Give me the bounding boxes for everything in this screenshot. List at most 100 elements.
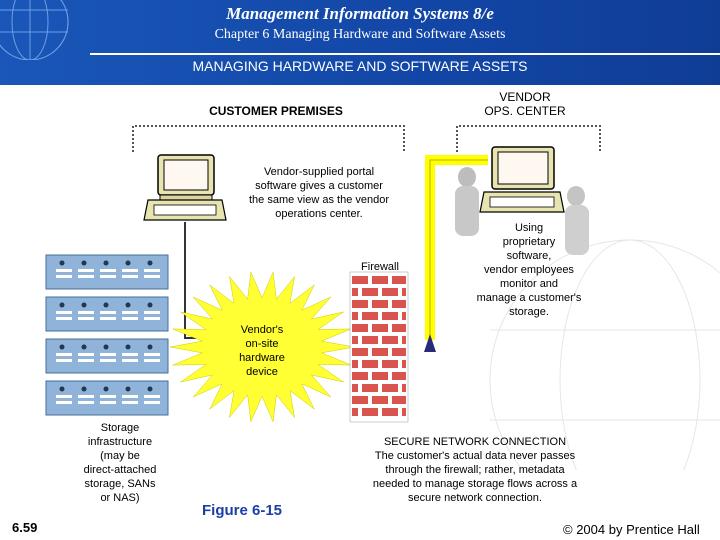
background-globe-icon bbox=[489, 239, 720, 470]
brick bbox=[362, 408, 378, 416]
brick bbox=[352, 348, 368, 356]
portal-line: the same view as the vendor bbox=[248, 194, 390, 206]
vendor-line: proprietary bbox=[502, 236, 556, 248]
brick bbox=[372, 372, 388, 380]
brick bbox=[402, 384, 406, 392]
vendor-line: storage. bbox=[509, 306, 549, 318]
header-banner: Management Information Systems 8/e Chapt… bbox=[0, 0, 720, 85]
storage-unit bbox=[45, 380, 169, 416]
slide-number: 6.59 bbox=[12, 520, 38, 535]
brick bbox=[372, 300, 388, 308]
device-line: hardware bbox=[239, 352, 285, 364]
portal-line: Vendor-supplied portal bbox=[263, 166, 375, 178]
connection-arrow-icon bbox=[424, 334, 436, 352]
brick bbox=[402, 312, 406, 320]
slide-title: MANAGING HARDWARE AND SOFTWARE ASSETS bbox=[192, 58, 528, 74]
brick bbox=[392, 300, 406, 308]
brick bbox=[392, 324, 406, 332]
brick bbox=[352, 300, 368, 308]
brick bbox=[362, 336, 378, 344]
brick bbox=[402, 408, 406, 416]
figure-label: Figure 6-15 bbox=[202, 502, 283, 519]
brick bbox=[382, 312, 398, 320]
header-rule bbox=[90, 53, 720, 55]
firewall-label: Firewall bbox=[361, 261, 399, 273]
vendor-person-icon bbox=[455, 167, 479, 236]
secure-line: through the firewall; rather, metadata bbox=[385, 464, 565, 476]
brick bbox=[372, 324, 388, 332]
vendor-line: vendor employees bbox=[484, 264, 574, 276]
storage-line: (may be bbox=[100, 450, 140, 462]
chapter-title: Chapter 6 Managing Hardware and Software… bbox=[214, 27, 506, 42]
storage-line: or NAS) bbox=[100, 492, 140, 504]
storage-unit bbox=[45, 296, 169, 332]
brick bbox=[352, 408, 358, 416]
brick bbox=[402, 360, 406, 368]
customer-premises-bracket bbox=[132, 125, 405, 152]
vendor-center-line2: OPS. CENTER bbox=[484, 104, 566, 118]
vendor-person-icon bbox=[565, 186, 589, 255]
vendor-center-label: VENDOR OPS. CENTER bbox=[470, 90, 580, 118]
brick bbox=[372, 276, 388, 284]
brick bbox=[352, 288, 358, 296]
brick bbox=[382, 384, 398, 392]
device-label: Vendor's on-site hardware device bbox=[222, 323, 302, 379]
secure-line: SECURE NETWORK CONNECTION bbox=[383, 436, 567, 448]
brick bbox=[352, 276, 368, 284]
portal-description: Vendor-supplied portal software gives a … bbox=[234, 165, 404, 221]
vendor-computer-icon bbox=[479, 146, 565, 213]
brick bbox=[352, 396, 368, 404]
vendor-center-line1: VENDOR bbox=[499, 90, 551, 104]
customer-computer-icon bbox=[143, 154, 227, 221]
brick bbox=[402, 336, 406, 344]
brick bbox=[372, 396, 388, 404]
vendor-center-bracket bbox=[456, 125, 601, 152]
storage-line: infrastructure bbox=[87, 436, 153, 448]
globe-icon bbox=[0, 0, 69, 60]
brick bbox=[352, 384, 358, 392]
storage-description: Storage infrastructure (may be direct-at… bbox=[66, 421, 174, 505]
secure-connection-description: SECURE NETWORK CONNECTION The customer's… bbox=[340, 435, 610, 505]
storage-line: storage, SANs bbox=[84, 478, 156, 490]
storage-rack-icon bbox=[45, 254, 169, 416]
secure-line: The customer's actual data never passes bbox=[374, 450, 576, 462]
brick bbox=[362, 312, 378, 320]
storage-unit bbox=[45, 338, 169, 374]
copyright: © 2004 by Prentice Hall bbox=[563, 522, 700, 537]
brick bbox=[352, 372, 368, 380]
brick bbox=[392, 396, 406, 404]
secure-line: needed to manage storage flows across a bbox=[372, 478, 578, 490]
storage-unit bbox=[45, 254, 169, 290]
vendor-line: monitor and bbox=[499, 278, 559, 290]
brick bbox=[392, 348, 406, 356]
secure-connection-line bbox=[425, 155, 488, 340]
brick bbox=[362, 360, 378, 368]
brick bbox=[372, 348, 388, 356]
storage-line: direct-attached bbox=[83, 464, 157, 476]
brick bbox=[382, 336, 398, 344]
portal-line: operations center. bbox=[275, 208, 363, 220]
course-title: Management Information Systems 8/e bbox=[226, 4, 494, 23]
brick bbox=[392, 372, 406, 380]
brick bbox=[382, 360, 398, 368]
vendor-description: Using proprietary software, vendor emplo… bbox=[466, 221, 592, 319]
device-line: Vendor's bbox=[240, 324, 284, 336]
brick bbox=[352, 360, 358, 368]
hardware-device-starburst bbox=[169, 271, 355, 423]
brick bbox=[352, 336, 358, 344]
customer-premises-label: CUSTOMER PREMISES bbox=[209, 104, 343, 118]
brick bbox=[382, 408, 398, 416]
brick bbox=[382, 288, 398, 296]
portal-line: software gives a customer bbox=[255, 180, 383, 192]
secure-line: secure network connection. bbox=[408, 492, 542, 504]
brick bbox=[352, 312, 358, 320]
brick bbox=[362, 288, 378, 296]
brick bbox=[352, 324, 368, 332]
brick bbox=[362, 384, 378, 392]
device-line: device bbox=[246, 366, 278, 378]
vendor-line: manage a customer's bbox=[476, 292, 582, 304]
device-line: on-site bbox=[245, 338, 279, 350]
storage-line: Storage bbox=[100, 422, 140, 434]
vendor-line: Using bbox=[514, 222, 544, 234]
